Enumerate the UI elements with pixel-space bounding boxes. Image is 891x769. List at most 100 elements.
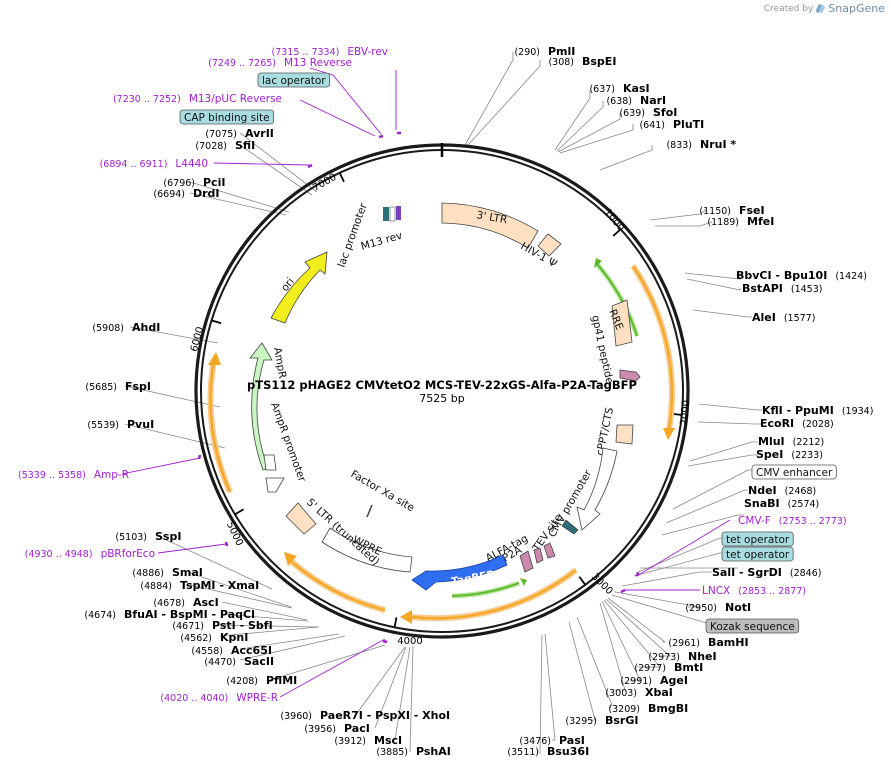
site-label: SpeI(2233)	[756, 448, 823, 461]
site-name: AgeI	[660, 674, 688, 687]
site-position: (3885)	[376, 747, 408, 758]
site-label: NheI(2973)	[648, 650, 716, 663]
site-label: BstAPI(1453)	[742, 282, 822, 295]
site-name: MfeI	[747, 215, 774, 228]
scale-tick-mark	[338, 172, 345, 183]
site-position: (1189)	[707, 217, 739, 228]
primer-label: pBRforEco(4930 .. 4948)	[25, 548, 155, 560]
site-position: (3912)	[334, 736, 366, 747]
site-position: (2977)	[634, 663, 666, 674]
site-name: AleI	[752, 311, 776, 324]
site-label: FspI(5685)	[85, 380, 151, 393]
site-name: TspMI - XmaI	[180, 579, 259, 592]
primer-range: (2853 .. 2877)	[738, 586, 806, 597]
feature-rre: RRE	[606, 299, 633, 347]
scale-tick-mark	[393, 617, 398, 628]
site-name: BspEI	[582, 55, 616, 68]
site-label: AhdI(5908)	[92, 321, 160, 334]
site-label: Bsu36I(3511)	[507, 745, 589, 758]
orange-arrows	[207, 264, 675, 624]
site-label: SspI(5103)	[115, 530, 181, 543]
site-label: PciI(6796)	[163, 176, 225, 189]
site-name: PciI	[203, 176, 225, 189]
site-name: FseI	[739, 204, 765, 217]
site-name: Acc65I	[231, 644, 272, 657]
site-position: (290)	[514, 47, 540, 58]
feature-box-text: CAP binding site	[184, 112, 270, 124]
site-name: BfuAI - BspMI - PaqCI	[124, 608, 255, 621]
site-position: (3003)	[605, 688, 637, 699]
site-name: SmaI	[172, 566, 203, 579]
site-position: (1150)	[699, 206, 731, 217]
site-name: PvuI	[127, 418, 154, 431]
site-name: BmgBI	[648, 702, 688, 715]
primer-label: CMV-F(2753 .. 2773)	[738, 515, 847, 527]
created-by-text: Created by	[763, 3, 814, 14]
site-name: Bsu36I	[547, 745, 589, 758]
site-position: (5685)	[85, 382, 117, 393]
site-name: DrdI	[193, 187, 220, 200]
feature-cppt: cPPT/CTS	[594, 406, 634, 457]
feature-box	[179, 109, 275, 125]
site-label: KasI(637)	[589, 82, 649, 95]
backbone	[194, 143, 690, 639]
boxed-feature-label: tet operator	[721, 531, 794, 547]
site-position: (4674)	[84, 610, 116, 621]
primer-name: pBRforEco	[101, 548, 155, 560]
feature-ampr: AmpR	[249, 342, 288, 471]
feature-box	[721, 531, 794, 547]
site-label: BmgBI(3209)	[608, 702, 688, 715]
site-name: BsrGI	[605, 714, 638, 727]
site-position: (2950)	[685, 603, 717, 614]
site-position: (637)	[589, 84, 615, 95]
scale-tick-label: 4000	[397, 636, 422, 647]
site-label: PstI - SbfI(4671)	[172, 619, 272, 632]
site-position: (3295)	[565, 716, 597, 727]
primer-leader-lines	[121, 67, 731, 698]
site-label: MluI (2212)	[758, 435, 824, 448]
primer-label: EBV-rev(7315 .. 7334)	[272, 46, 389, 58]
site-name: NdeI	[748, 484, 777, 497]
site-label: NotI(2950)	[685, 601, 751, 614]
feature-box	[257, 72, 331, 88]
boxed-feature-label: Kozak sequence	[705, 618, 800, 634]
site-position: (5539)	[87, 420, 119, 431]
site-position: (638)	[606, 96, 632, 107]
site-position: (2212)	[793, 437, 825, 448]
primer-name: Amp-R	[94, 469, 129, 481]
scale-tick-label: 2000	[679, 400, 692, 426]
site-position: (4678)	[153, 598, 185, 609]
feature-ori: ori	[270, 251, 328, 324]
feature-label-lac-promoter: lac promoter	[336, 201, 370, 269]
site-name: MluI	[758, 435, 785, 448]
scale-tick-label: 6000	[189, 326, 206, 353]
site-position: (3476)	[519, 736, 551, 747]
feature-box	[751, 464, 837, 480]
primer-range: (2753 .. 2773)	[779, 516, 847, 527]
site-name: PflMI	[266, 674, 297, 687]
site-position: (1577)	[784, 313, 816, 324]
feature-ampr-promoter: AmpR promoter	[263, 401, 308, 493]
snapgene-branding: Created by SnapGene	[764, 2, 885, 15]
site-position: (1424)	[835, 271, 867, 282]
scale-tick-mark	[578, 576, 587, 586]
feature-lac-promoter: lac promoter M13 rev	[336, 201, 404, 269]
feature-tev: TEV site	[530, 512, 579, 555]
boxed-feature-label: CAP binding site	[179, 109, 275, 125]
site-label: DrdI (6694)	[153, 187, 219, 200]
primer-label: L4440(6894 .. 6911)	[100, 158, 208, 170]
primer-label: Amp-R(5339 .. 5358)	[18, 469, 129, 481]
site-label: FseI (1150)	[699, 204, 764, 217]
primer-range: (7230 .. 7252)	[113, 94, 181, 105]
site-position: (6694)	[153, 189, 185, 200]
site-name: PmlI	[548, 45, 575, 58]
site-position: (2846)	[790, 568, 822, 579]
site-position: (1934)	[842, 406, 874, 417]
site-position: (5908)	[92, 323, 124, 334]
site-name: NarI	[640, 94, 666, 107]
feature-tagbfp: TagBFP	[411, 554, 508, 591]
feature-3prime-ltr: 3' LTR	[441, 202, 539, 249]
site-position: (3960)	[280, 711, 312, 722]
site-label: MfeI (1189)	[707, 215, 774, 228]
site-label: EcoRI(2028)	[760, 417, 834, 430]
